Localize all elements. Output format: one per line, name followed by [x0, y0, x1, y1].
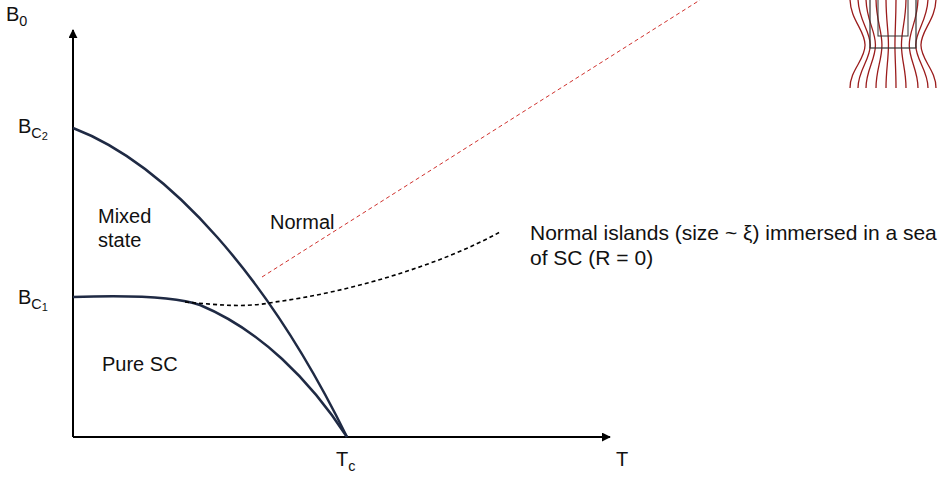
bc1-curve — [73, 296, 347, 437]
axis-tick-label: BC1 — [18, 285, 48, 309]
callout-note: Normal islands (size ~ ξ) immersed in a … — [530, 220, 940, 270]
bc2-curve — [73, 128, 347, 437]
axis-label: T — [616, 447, 628, 471]
y-axis — [72, 30, 74, 437]
axis-tick-label: BC2 — [18, 114, 48, 138]
axis-label: B0 — [6, 2, 27, 26]
x-axis — [73, 436, 610, 438]
axis-tick-label: Tc — [336, 447, 355, 471]
dashed-boundary — [185, 232, 500, 305]
region-label: Normal — [270, 210, 334, 234]
region-label: Pure SC — [102, 352, 178, 376]
region-label: Mixed state — [98, 204, 190, 252]
vortex-illustration — [850, 0, 936, 88]
